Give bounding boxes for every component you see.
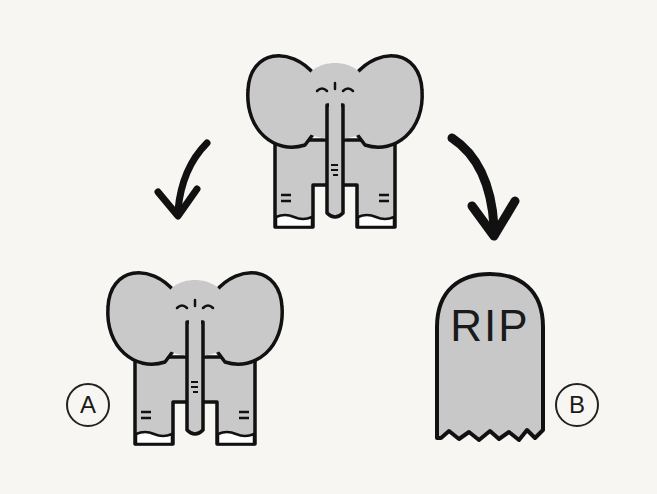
option-circle: B [555,383,599,427]
option-label: A [80,393,96,417]
arrowhead-left [158,189,197,216]
tombstone-outline [435,272,545,442]
tombstone: RIP [435,272,545,442]
elephant-a [108,273,282,444]
epitaph-text: RIP [435,302,545,350]
tombstone-shape [437,274,543,440]
option-label: B [569,393,585,417]
arrowhead-right [472,201,515,236]
elephant-top [248,56,422,227]
option-circle: A [66,383,110,427]
